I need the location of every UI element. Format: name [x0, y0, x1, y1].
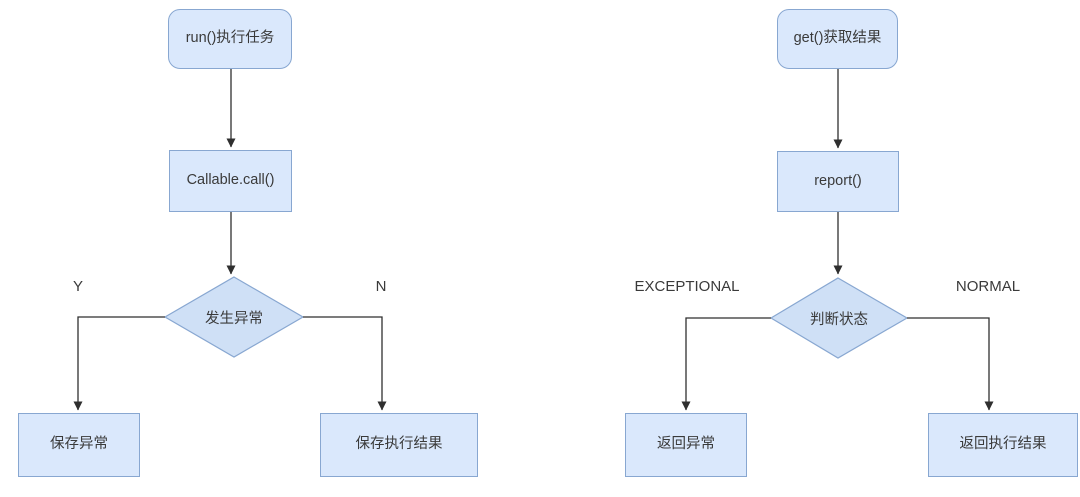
- node-run-task: run()执行任务: [168, 9, 292, 69]
- node-get-result: get()获取结果: [777, 9, 898, 69]
- label-branch-normal: NORMAL: [955, 277, 1021, 295]
- decision-judge-state-shape: [769, 277, 909, 359]
- node-return-result: 返回执行结果: [928, 413, 1078, 477]
- node-report: report(): [777, 151, 899, 212]
- label-branch-no: N: [375, 277, 387, 295]
- node-save-result: 保存执行结果: [320, 413, 478, 477]
- connector-decision-yes: [73, 316, 165, 411]
- node-save-exception: 保存异常: [18, 413, 140, 477]
- node-return-exception: 返回异常: [625, 413, 747, 477]
- label-branch-yes: Y: [72, 277, 83, 295]
- node-callable-call: Callable.call(): [169, 150, 292, 212]
- connector-decision-exceptional: [681, 317, 771, 411]
- connector-decision-normal: [907, 317, 994, 411]
- label-branch-exceptional: EXCEPTIONAL: [634, 277, 740, 295]
- decision-exception-shape: [163, 276, 305, 358]
- connector-decision-no: [303, 316, 387, 411]
